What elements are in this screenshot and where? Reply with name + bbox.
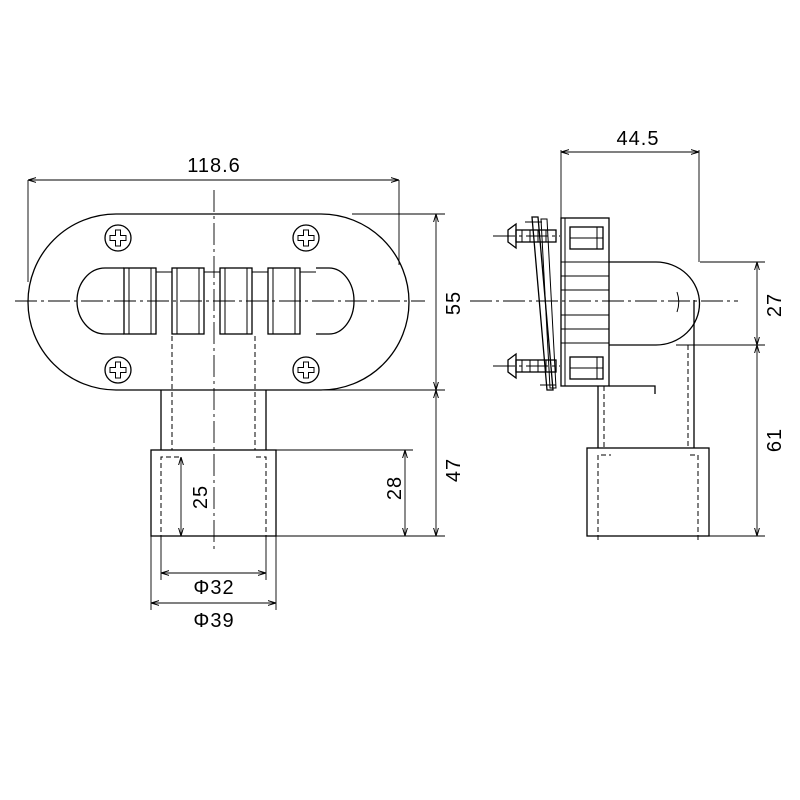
side-cover-plate [540,218,557,389]
dim-side-pipe-height: 27 [764,293,786,317]
screw-icon [292,224,320,252]
side-pipe-elbow [609,261,701,346]
dim-front-width: 118.6 [187,155,241,177]
screw-icon [104,224,132,252]
screw-icon [292,356,320,384]
dim-side-lower-length: 61 [764,428,786,452]
dim-front-height: 55 [443,291,465,315]
dim-side-depth: 44.5 [617,128,660,150]
dim-socket-depth-inner: 25 [190,485,212,509]
side-screw-icon [507,352,557,380]
dim-outer-diameter: Φ39 [193,610,234,632]
front-socket [150,449,277,537]
front-plate-outline [27,213,410,391]
side-view: 44.5 27 61 [470,128,786,540]
side-body [560,217,610,387]
dim-inner-diameter: Φ32 [193,577,234,599]
dim-lower-length: 47 [443,458,465,482]
front-view: 118.6 55 47 28 25 Φ32 Φ39 [15,155,465,632]
side-socket [586,447,710,537]
side-wall-plate [531,216,554,391]
dim-socket-depth-outer: 28 [384,476,406,500]
screw-icon [104,356,132,384]
